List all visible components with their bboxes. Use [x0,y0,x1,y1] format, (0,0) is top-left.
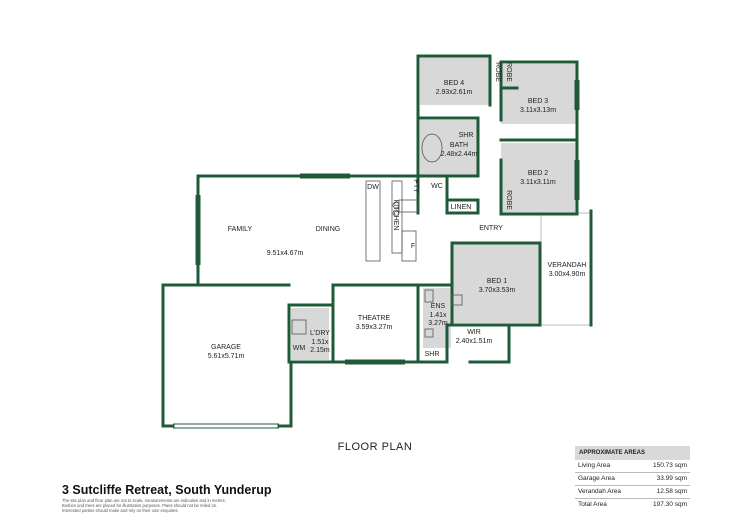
bed3-size: 3.11x3.13m [520,107,556,114]
area-value: 12.58 sqm [656,488,687,495]
pantry-label: PTY [412,179,419,193]
ensuite-size-2: 3.27m [428,320,448,327]
robe-label-bed4: ROBE [494,62,501,82]
area-label: Verandah Area [578,488,622,495]
robe-label-bed2: ROBE [505,190,512,210]
family-size: 9.51x4.67m [267,250,304,257]
wir-size: 2.40x1.51m [456,338,493,345]
bed2-size: 3.11x3.11m [520,179,556,186]
windows [173,80,580,429]
area-value: 33.99 sqm [656,475,687,482]
wir-name: WIR [467,329,481,336]
wc-label: WC [431,183,443,190]
linen-label: LINEN [451,204,472,211]
ensuite-shower-label: SHR [425,351,440,358]
area-label: Garage Area [578,475,615,482]
room-labels: BED 4 2.93x2.61m BED 3 3.11x3.13m BED 2 … [208,62,587,360]
bed2-name: BED 2 [528,170,548,177]
dining-name: DINING [316,226,341,233]
disclaimer-line: The site plan and floor plan are not to … [62,498,226,503]
garage-size: 5.61x5.71m [208,353,245,360]
laundry-size-1: 1.51x [311,339,329,346]
theatre-size: 3.59x3.27m [356,324,393,331]
bed4-name: BED 4 [444,80,464,87]
area-label: Living Area [578,462,611,469]
garage-name: GARAGE [211,344,241,351]
area-value: 197.30 sqm [653,501,687,508]
entry-label: ENTRY [479,225,503,232]
bath-shower-label: SHR [459,132,474,139]
bed4-size: 2.93x2.61m [436,89,473,96]
family-name: FAMILY [228,226,253,233]
area-label: Total Area [578,501,607,508]
bath-name: BATH [450,142,468,149]
bed1-name: BED 1 [487,278,507,285]
ensuite-name: ENS [431,303,446,310]
dishwasher-label: DW [367,184,379,191]
area-value: 150.73 sqm [653,462,687,469]
room-fills [291,57,576,360]
theatre-name: THEATRE [358,315,390,322]
bed3-name: BED 3 [528,98,548,105]
laundry-name: L'DRY [310,330,330,337]
areas-row: Total Area 197.30 sqm [575,499,690,511]
verandah-size: 3.00x4.90m [549,271,586,278]
robe-label-bed3: ROBE [505,62,512,82]
disclaimer-line: Interested parties should make and rely … [62,508,179,513]
verandah-outline [540,212,592,326]
areas-row: Verandah Area 12.58 sqm [575,486,690,499]
areas-heading: APPROXIMATE AREAS [575,446,690,460]
washing-machine-label: WM [293,345,306,352]
kitchen-fixtures [291,133,463,338]
areas-row: Living Area 150.73 sqm [575,460,690,473]
bed1-size: 3.70x3.53m [479,287,516,294]
ensuite-size-1: 1.41x [429,312,447,319]
fridge-label: F [411,243,415,250]
disclaimer-line: Bushes and trees are placed for illustra… [62,503,218,508]
verandah-name: VERANDAH [548,262,587,269]
plan-title: FLOOR PLAN [337,441,413,453]
bath-size: 2.48x2.44m [441,151,478,158]
areas-table: APPROXIMATE AREAS Living Area 150.73 sqm… [575,446,690,511]
laundry-size-2: 2.15m [310,347,330,354]
property-address: 3 Sutcliffe Retreat, South Yunderup [62,483,272,497]
kitchen-name: KITCHEN [392,200,399,231]
areas-row: Garage Area 33.99 sqm [575,473,690,486]
